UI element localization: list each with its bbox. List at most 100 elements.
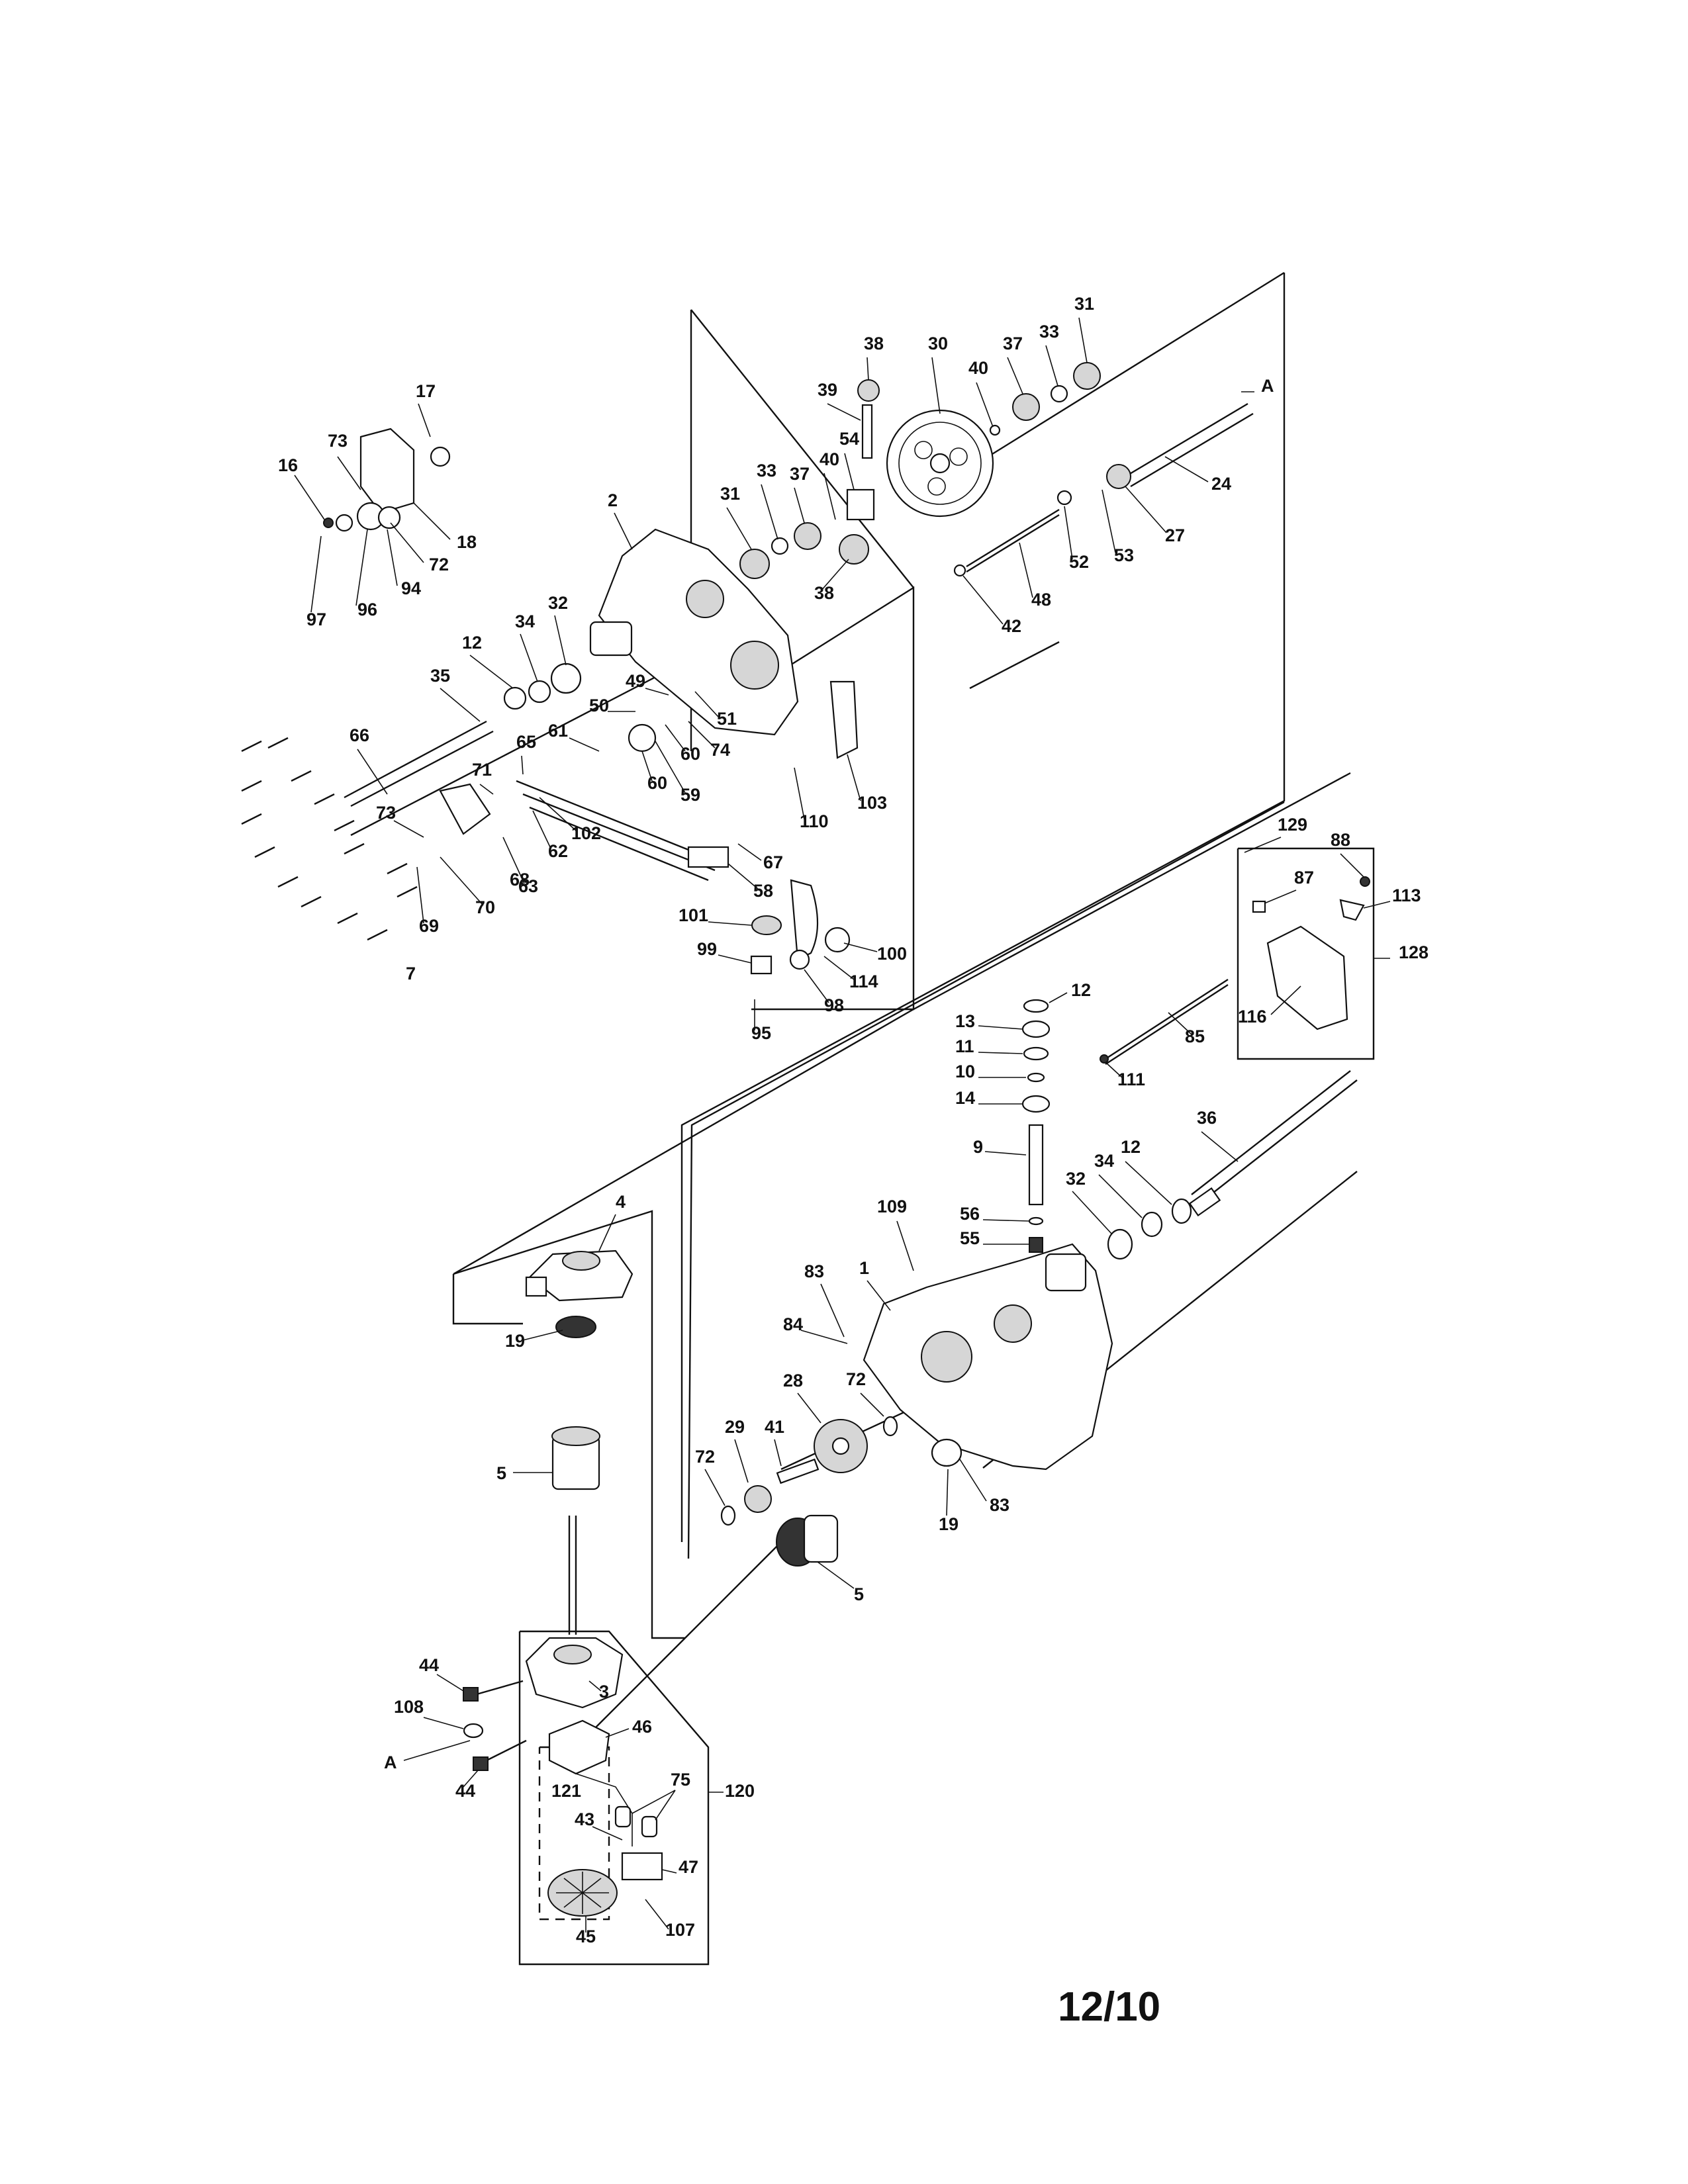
seal-34-left bbox=[528, 680, 551, 704]
callout-c75: 75 bbox=[671, 1770, 690, 1790]
callout-c7: 7 bbox=[406, 964, 416, 983]
callout-c28: 28 bbox=[783, 1371, 803, 1390]
callout-c62: 62 bbox=[548, 841, 568, 861]
callout-c55: 55 bbox=[960, 1228, 980, 1248]
callout-c102: 102 bbox=[571, 823, 601, 843]
callout-c45: 45 bbox=[576, 1927, 596, 1946]
bolts-44 bbox=[463, 1680, 527, 1771]
callout-cA2: A bbox=[384, 1752, 397, 1772]
plate-68 bbox=[439, 783, 491, 835]
callout-c33a: 33 bbox=[1039, 322, 1059, 341]
linkage-58 bbox=[516, 780, 729, 882]
block-99 bbox=[750, 955, 773, 975]
bearing-55 bbox=[1029, 1237, 1043, 1253]
callout-c70: 70 bbox=[475, 897, 495, 917]
callout-c66: 66 bbox=[350, 725, 369, 745]
arm-121 bbox=[575, 1773, 633, 1846]
block-4 bbox=[525, 1250, 633, 1302]
pump-5-lower bbox=[776, 1514, 839, 1567]
callout-c98: 98 bbox=[824, 995, 844, 1015]
callout-c129: 129 bbox=[1278, 815, 1307, 835]
callout-c71: 71 bbox=[472, 760, 492, 780]
callout-c107: 107 bbox=[665, 1920, 695, 1940]
callout-c83a: 83 bbox=[804, 1261, 824, 1281]
callout-c31b: 31 bbox=[720, 484, 740, 504]
washer-108 bbox=[463, 1723, 484, 1739]
valve-block-3 bbox=[525, 1637, 624, 1709]
washer-33-right bbox=[1050, 385, 1068, 403]
bearing-14 bbox=[1021, 1095, 1051, 1113]
washer-42 bbox=[953, 564, 966, 577]
callout-c83b: 83 bbox=[990, 1495, 1009, 1515]
callout-c72b: 72 bbox=[846, 1369, 866, 1389]
callout-c5b: 5 bbox=[854, 1584, 864, 1604]
callout-c4: 4 bbox=[616, 1192, 626, 1212]
callout-c24: 24 bbox=[1211, 474, 1231, 494]
callout-c46: 46 bbox=[632, 1717, 652, 1737]
ring-11 bbox=[1023, 1046, 1049, 1061]
callout-c108: 108 bbox=[394, 1697, 424, 1717]
callout-c61: 61 bbox=[548, 721, 568, 741]
washer-52 bbox=[1056, 490, 1072, 506]
gear-30 bbox=[886, 409, 994, 518]
callout-c44b: 44 bbox=[455, 1781, 475, 1801]
block-54 bbox=[846, 488, 875, 521]
bearing-13 bbox=[1021, 1020, 1051, 1038]
callout-c32a: 32 bbox=[548, 593, 568, 613]
callout-c39: 39 bbox=[818, 380, 837, 400]
gear-31-right bbox=[1073, 362, 1101, 390]
callout-c17: 17 bbox=[416, 381, 436, 401]
callout-c121: 121 bbox=[551, 1781, 581, 1801]
callout-c128: 128 bbox=[1399, 942, 1429, 962]
bolts-7 bbox=[241, 737, 418, 941]
screw-88 bbox=[1360, 876, 1370, 887]
gear-29 bbox=[744, 1485, 772, 1513]
callout-c116: 116 bbox=[1238, 1007, 1267, 1026]
callout-c74: 74 bbox=[710, 740, 730, 760]
case-half-2 bbox=[589, 528, 799, 736]
callout-cA1: A bbox=[1261, 376, 1274, 396]
callout-c113: 113 bbox=[1392, 886, 1421, 905]
ring-10 bbox=[1027, 1072, 1045, 1083]
callout-c33b: 33 bbox=[757, 461, 776, 480]
callout-c110: 110 bbox=[800, 811, 829, 831]
callout-c101: 101 bbox=[679, 905, 708, 925]
ring-12-right bbox=[1171, 1198, 1192, 1224]
callout-c32b: 32 bbox=[1066, 1169, 1086, 1189]
bearing-32-right bbox=[1107, 1228, 1133, 1260]
footer-code: 12/10 bbox=[1058, 1984, 1160, 2030]
callout-c43: 43 bbox=[575, 1809, 594, 1829]
gear-28-hub bbox=[831, 1437, 850, 1455]
callout-c29: 29 bbox=[725, 1417, 745, 1437]
valve-75a bbox=[614, 1805, 632, 1828]
callout-c50: 50 bbox=[589, 696, 609, 715]
disc-100 bbox=[824, 927, 851, 953]
arm-98 bbox=[790, 879, 819, 961]
callout-c73b: 73 bbox=[376, 803, 396, 823]
callout-c41: 41 bbox=[765, 1417, 784, 1437]
callout-c35: 35 bbox=[430, 666, 450, 686]
callout-c87: 87 bbox=[1294, 868, 1314, 887]
callout-c18: 18 bbox=[457, 532, 477, 552]
callout-c40b: 40 bbox=[820, 449, 839, 469]
callout-c5a: 5 bbox=[496, 1463, 506, 1483]
callout-c109: 109 bbox=[877, 1197, 907, 1216]
callout-c60a: 60 bbox=[680, 744, 700, 764]
callout-c56: 56 bbox=[960, 1204, 980, 1224]
washer-56 bbox=[1028, 1216, 1044, 1226]
callout-c54: 54 bbox=[839, 429, 859, 449]
callout-c114: 114 bbox=[849, 972, 878, 991]
callout-c53: 53 bbox=[1114, 545, 1134, 565]
gear-38-top bbox=[857, 379, 880, 402]
callout-c38b: 38 bbox=[814, 583, 834, 603]
callout-c12a: 12 bbox=[462, 633, 482, 653]
callout-c12b: 12 bbox=[1071, 980, 1091, 1000]
gear-37-left bbox=[794, 522, 821, 550]
callout-c44a: 44 bbox=[419, 1655, 439, 1675]
callout-c111: 111 bbox=[1117, 1069, 1145, 1089]
link-47 bbox=[621, 1852, 663, 1881]
callout-c40a: 40 bbox=[968, 358, 988, 378]
gear-38-bottom bbox=[839, 534, 869, 565]
callout-c52: 52 bbox=[1069, 552, 1089, 572]
